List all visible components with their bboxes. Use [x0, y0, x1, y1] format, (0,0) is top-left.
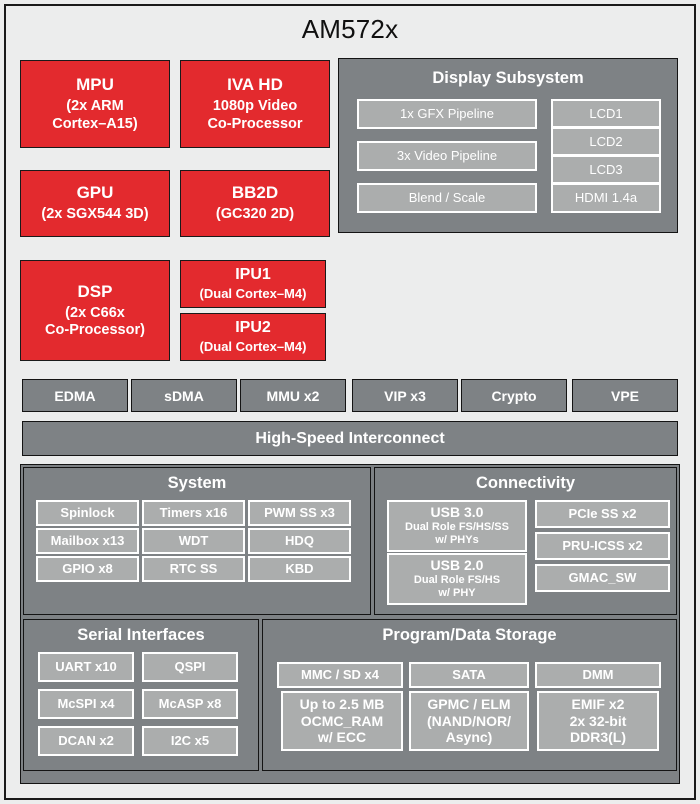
serial-item-qspi[interactable]: QSPI [142, 652, 238, 682]
system-item-rtc-ss[interactable]: RTC SS [142, 556, 245, 582]
system-item-wdt[interactable]: WDT [142, 528, 245, 554]
system-title: System [167, 474, 227, 492]
core-block-mpu[interactable]: MPU (2x ARM Cortex–A15) [20, 60, 170, 148]
connectivity-title: Connectivity [475, 474, 576, 492]
system-item-hdq[interactable]: HDQ [248, 528, 351, 554]
display-pipeline-blend-scale[interactable]: Blend / Scale [357, 183, 537, 213]
system-item-pwm-ss[interactable]: PWM SS x3 [248, 500, 351, 526]
core-mpu-line2: Cortex–A15) [52, 115, 138, 132]
panel-serial-interfaces: Serial Interfaces UART x10 QSPI McSPI x4… [23, 619, 259, 771]
usb2-line1: USB 2.0 [430, 557, 484, 574]
panel-display-subsystem: Display Subsystem 1x GFX Pipeline 3x Vid… [338, 58, 678, 233]
bar-item-vip[interactable]: VIP x3 [352, 379, 458, 412]
bar-item-edma[interactable]: EDMA [22, 379, 128, 412]
usb2-line2: Dual Role FS/HS [413, 574, 501, 587]
core-block-ipu1[interactable]: IPU1 (Dual Cortex–M4) [180, 260, 326, 308]
ocmc-line2: OCMC_RAM [300, 712, 384, 729]
bar-item-mmu[interactable]: MMU x2 [240, 379, 346, 412]
display-output-lcd2[interactable]: LCD2 [551, 127, 661, 156]
serial-item-dcan[interactable]: DCAN x2 [38, 726, 134, 756]
core-ipu2-line1: (Dual Cortex–M4) [199, 339, 307, 355]
core-block-dsp[interactable]: DSP (2x C66x Co-Processor) [20, 260, 170, 361]
storage-item-ocmc-ram[interactable]: Up to 2.5 MB OCMC_RAM w/ ECC [281, 691, 403, 751]
storage-title: Program/Data Storage [382, 626, 557, 644]
emif-line2: 2x 32-bit [569, 712, 627, 729]
ocmc-line3: w/ ECC [317, 729, 367, 746]
core-mpu-name: MPU [76, 75, 114, 95]
gpmc-line2: (NAND/NOR/ [427, 712, 511, 729]
emif-line3: DDR3(L) [570, 729, 626, 746]
display-output-hdmi[interactable]: HDMI 1.4a [551, 183, 661, 213]
core-dsp-line2: Co-Processor) [45, 322, 145, 339]
storage-item-emif[interactable]: EMIF x2 2x 32-bit DDR3(L) [537, 691, 659, 751]
usb3-line3: w/ PHYs [435, 534, 479, 547]
storage-item-gpmc-elm[interactable]: GPMC / ELM (NAND/NOR/ Async) [409, 691, 529, 751]
serial-item-mcspi[interactable]: McSPI x4 [38, 689, 134, 719]
bar-item-vpe[interactable]: VPE [572, 379, 678, 412]
core-dsp-line1: (2x C66x [65, 304, 125, 321]
ocmc-line1: Up to 2.5 MB [299, 695, 385, 712]
usb3-line1: USB 3.0 [430, 504, 484, 521]
storage-item-dmm[interactable]: DMM [535, 662, 661, 688]
display-output-lcd3[interactable]: LCD3 [551, 155, 661, 184]
display-subsystem-title: Display Subsystem [432, 69, 584, 87]
core-bb2d-line1: (GC320 2D) [215, 206, 295, 223]
connectivity-item-pcie[interactable]: PCIe SS x2 [535, 500, 670, 528]
system-item-spinlock[interactable]: Spinlock [36, 500, 139, 526]
storage-item-sata[interactable]: SATA [409, 662, 529, 688]
core-dsp-name: DSP [77, 281, 113, 301]
high-speed-interconnect[interactable]: High-Speed Interconnect [22, 421, 678, 456]
storage-item-mmc-sd[interactable]: MMC / SD x4 [277, 662, 403, 688]
connectivity-item-usb2[interactable]: USB 2.0 Dual Role FS/HS w/ PHY [387, 553, 527, 605]
connectivity-item-gmac-sw[interactable]: GMAC_SW [535, 564, 670, 592]
display-output-lcd1[interactable]: LCD1 [551, 99, 661, 128]
core-gpu-name: GPU [76, 183, 114, 203]
core-block-ipu2[interactable]: IPU2 (Dual Cortex–M4) [180, 313, 326, 361]
core-ipu2-name: IPU2 [235, 319, 271, 337]
serial-item-uart[interactable]: UART x10 [38, 652, 134, 682]
core-iva-line2: Co-Processor [207, 115, 303, 132]
core-block-bb2d[interactable]: BB2D (GC320 2D) [180, 170, 330, 237]
system-item-timers[interactable]: Timers x16 [142, 500, 245, 526]
usb3-line2: Dual Role FS/HS/SS [405, 521, 509, 534]
serial-interfaces-title: Serial Interfaces [77, 626, 205, 644]
display-pipeline-video[interactable]: 3x Video Pipeline [357, 141, 537, 171]
serial-item-i2c[interactable]: I2C x5 [142, 726, 238, 756]
emif-line1: EMIF x2 [571, 695, 625, 712]
usb2-line3: w/ PHY [438, 587, 476, 600]
serial-item-mcasp[interactable]: McASP x8 [142, 689, 238, 719]
core-gpu-line1: (2x SGX544 3D) [41, 206, 149, 223]
core-mpu-line1: (2x ARM [66, 98, 124, 115]
system-item-gpio[interactable]: GPIO x8 [36, 556, 139, 582]
core-ipu1-name: IPU1 [235, 266, 271, 284]
connectivity-item-usb3[interactable]: USB 3.0 Dual Role FS/HS/SS w/ PHYs [387, 500, 527, 552]
system-item-mailbox[interactable]: Mailbox x13 [36, 528, 139, 554]
core-block-gpu[interactable]: GPU (2x SGX544 3D) [20, 170, 170, 237]
core-ipu1-line1: (Dual Cortex–M4) [199, 286, 307, 302]
connectivity-item-pru-icss[interactable]: PRU-ICSS x2 [535, 532, 670, 560]
core-block-iva-hd[interactable]: IVA HD 1080p Video Co-Processor [180, 60, 330, 148]
core-bb2d-name: BB2D [231, 183, 279, 203]
display-pipeline-gfx[interactable]: 1x GFX Pipeline [357, 99, 537, 129]
system-item-kbd[interactable]: KBD [248, 556, 351, 582]
core-iva-line1: 1080p Video [212, 98, 298, 115]
panel-program-data-storage: Program/Data Storage MMC / SD x4 SATA DM… [262, 619, 677, 771]
panel-peripherals: System Spinlock Timers x16 PWM SS x3 Mai… [20, 464, 680, 784]
gpmc-line1: GPMC / ELM [427, 695, 511, 712]
panel-system: System Spinlock Timers x16 PWM SS x3 Mai… [23, 467, 371, 615]
bar-item-sdma[interactable]: sDMA [131, 379, 237, 412]
core-iva-name: IVA HD [227, 75, 283, 95]
panel-connectivity: Connectivity USB 3.0 Dual Role FS/HS/SS … [374, 467, 677, 615]
gpmc-line3: Async) [445, 729, 493, 746]
page-title: AM572x [301, 14, 399, 44]
bar-item-crypto[interactable]: Crypto [461, 379, 567, 412]
